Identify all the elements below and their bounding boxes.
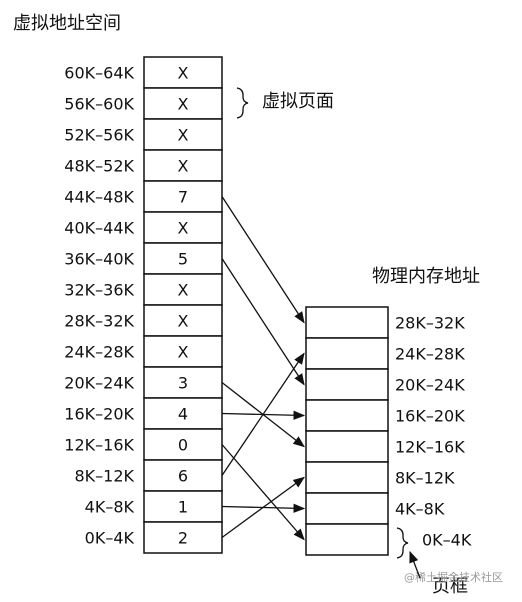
virtual-page-cell [143,56,223,89]
virtual-range-label: 40K–44K [64,219,134,238]
virtual-page-entry: 4 [178,405,188,424]
page-frame-brace [396,527,409,559]
mapping-arrows [221,196,306,541]
virtual-page-entry: X [178,95,189,114]
virtual-page-cell [143,304,223,337]
virtual-range-label: 8K–12K [74,467,134,486]
physical-frame-cell [305,523,389,556]
virtual-page-cell [143,242,223,275]
physical-frame-cell [305,399,389,432]
virtual-range-label: 0K–4K [85,529,135,548]
virtual-range-label: 52K–56K [64,126,134,145]
physical-frame-cell [305,492,389,525]
virtual-page-entry: X [178,64,189,83]
virtual-page-brace [236,87,249,119]
mapping-arrow [221,444,305,541]
virtual-page-entry: X [178,312,189,331]
virtual-range-label: 20K–24K [64,374,134,393]
physical-range-label: 0K–4K [422,531,472,550]
physical-frame-table [305,306,389,556]
virtual-range-label: 56K–60K [64,95,134,114]
virtual-range-labels: 60K–64K 56K–60K 52K–56K 48K–52K 44K–48K 40K–4… [64,64,134,548]
physical-range-label: 20K–24K [395,376,465,395]
virtual-range-label: 48K–52K [64,157,134,176]
virtual-range-label: 36K–40K [64,250,134,269]
virtual-range-label: 12K–16K [64,436,134,455]
virtual-page-cell [143,273,223,306]
virtual-page-cell [143,211,223,244]
virtual-page-label: 虚拟页面 [262,91,334,112]
virtual-page-cell [143,428,223,461]
virtual-page-cell [143,118,223,151]
mapping-arrow [221,196,305,324]
virtual-page-cell [143,490,223,523]
virtual-page-entry: X [178,126,189,145]
physical-range-label: 4K–8K [395,500,445,519]
virtual-page-entry: X [178,219,189,238]
virtual-range-label: 32K–36K [64,281,134,300]
virtual-range-label: 24K–28K [64,343,134,362]
virtual-page-cell [143,149,223,182]
virtual-page-entry: X [178,281,189,300]
virtual-page-entry: 0 [178,436,188,455]
physical-range-label: 16K–20K [395,407,465,426]
virtual-range-label: 4K–8K [85,498,135,517]
virtual-page-entry: X [178,157,189,176]
virtual-page-cell [143,366,223,399]
mapping-arrow [221,258,305,386]
virtual-page-entry: 6 [178,467,188,486]
virtual-range-label: 44K–48K [64,188,134,207]
watermark: @稀土掘金技术社区 [404,570,503,584]
physical-range-labels: 28K–32K 24K–28K 20K–24K 16K–20K 12K–16K 8K–12… [395,314,472,550]
virtual-page-entry: 7 [178,188,188,207]
page-frame-pointer [409,550,421,579]
physical-frame-cell [305,368,389,401]
virtual-range-label: 60K–64K [64,64,134,83]
physical-range-label: 8K–12K [395,469,455,488]
virtual-page-entry: 5 [178,250,188,269]
physical-frame-cell [305,337,389,370]
virtual-page-entry: X [178,343,189,362]
physical-range-label: 28K–32K [395,314,465,333]
virtual-page-entry: 1 [178,498,188,517]
mapping-arrow [221,352,305,476]
physical-frame-cell [305,306,389,339]
mapping-arrow [221,476,305,539]
physical-range-label: 24K–28K [395,345,465,364]
physical-frame-cell [305,430,389,463]
virtual-range-label: 28K–32K [64,312,134,331]
virtual-page-entry: 2 [178,529,188,548]
virtual-page-cell [143,459,223,492]
virtual-range-label: 16K–20K [64,405,134,424]
physical-range-label: 12K–16K [395,438,465,457]
physical-memory-title: 物理内存地址 [372,266,480,287]
virtual-address-space-title: 虚拟地址空间 [13,13,121,34]
physical-frame-cell [305,461,389,494]
page-frame-label: 页框 [432,576,468,597]
virtual-page-entry: 3 [178,374,188,393]
